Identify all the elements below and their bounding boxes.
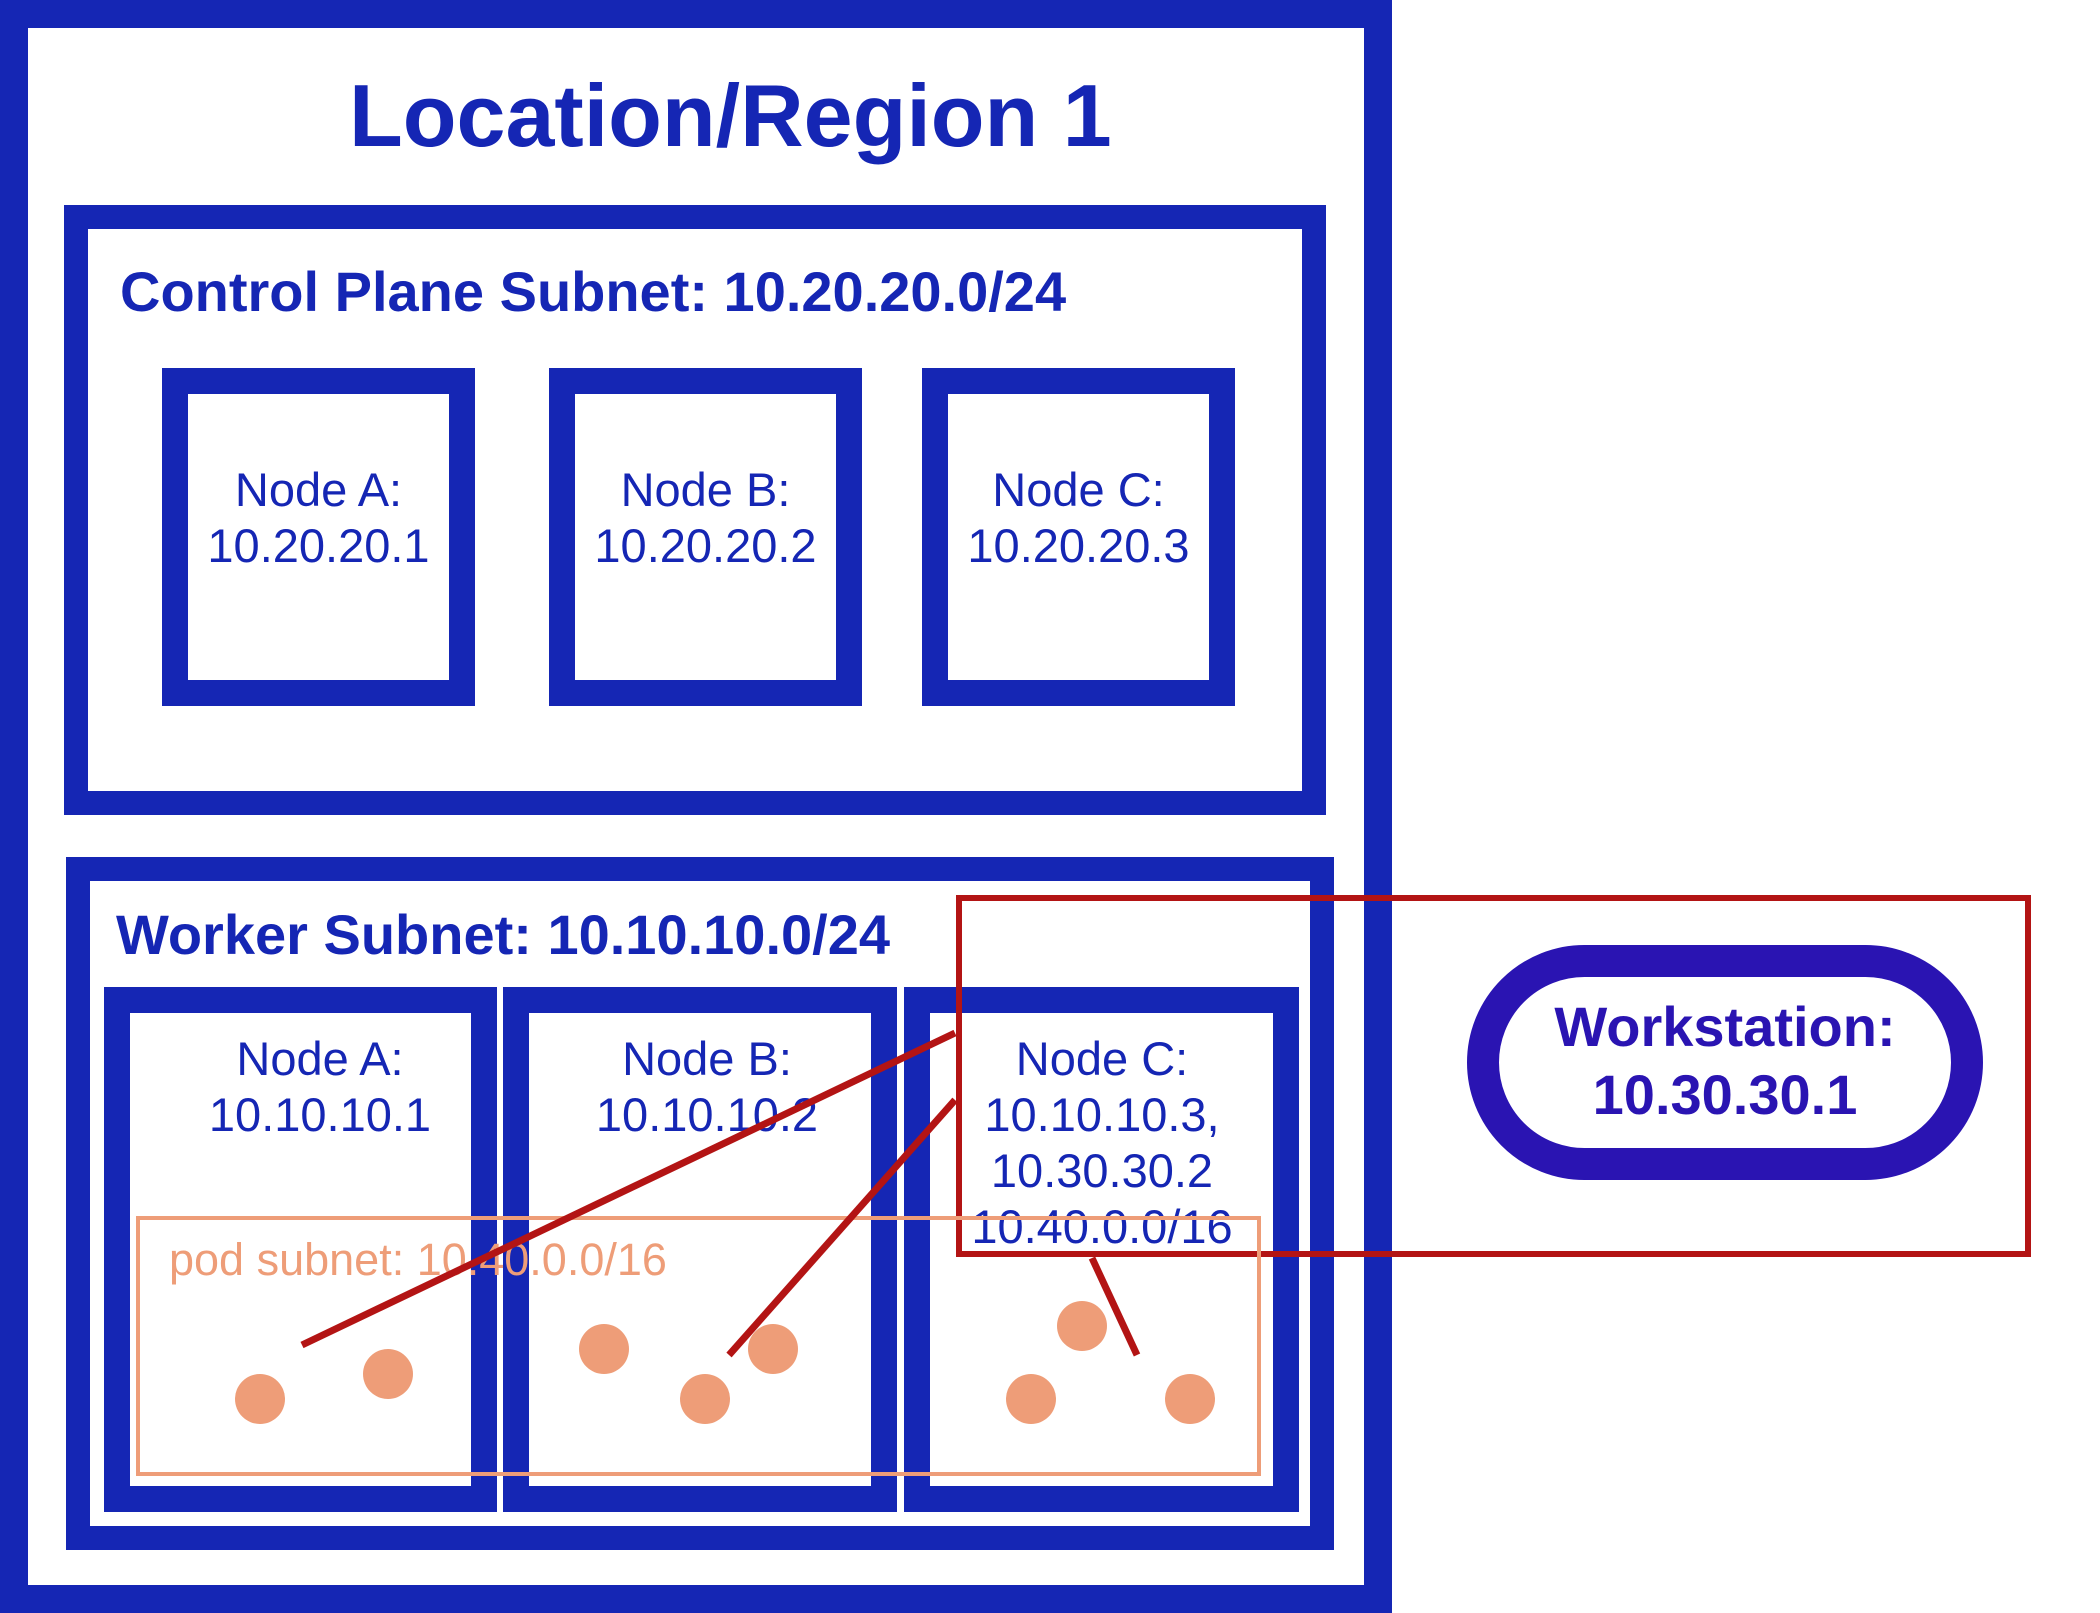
worker-subnet-title: Worker Subnet: 10.10.10.0/24: [116, 903, 890, 966]
pod-dot: [1165, 1374, 1215, 1424]
node-ip-pod-cidr: 10.40.0.0/16: [971, 1200, 1233, 1253]
region-title: Location/Region 1: [349, 66, 1112, 165]
control-node-c: [922, 368, 1235, 706]
pod-subnet-label: pod subnet: 10.40.0.0/16: [169, 1234, 667, 1285]
worker-node-c-label: Node C: 10.10.10.3, 10.30.30.2 10.40.0.0…: [912, 1031, 1292, 1255]
node-ip: 10.20.20.2: [594, 519, 817, 572]
worker-node-a: [104, 987, 497, 1512]
control-node-a: [162, 368, 475, 706]
node-name: Node B:: [620, 463, 791, 516]
pod-dot: [748, 1324, 798, 1374]
pod-dot: [363, 1349, 413, 1399]
node-ip: 10.10.10.1: [208, 1088, 432, 1141]
worker-node-c: [904, 987, 1299, 1512]
node-name: Node C:: [992, 463, 1165, 516]
pod-dot: [1057, 1301, 1107, 1351]
workstation-name: Workstation:: [1554, 995, 1896, 1058]
pod-dot: [579, 1324, 629, 1374]
workstation-label: Workstation: 10.30.30.1: [1467, 993, 1983, 1129]
pod-dot: [1006, 1374, 1056, 1424]
node-ip-secondary: 10.30.30.2: [990, 1144, 1214, 1197]
route-line: [1088, 1256, 1141, 1357]
workstation: [1467, 945, 1983, 1180]
pod-dot: [235, 1374, 285, 1424]
control-plane-subnet-title: Control Plane Subnet: 10.20.20.0/24: [120, 260, 1067, 323]
node-ip: 10.20.20.3: [967, 519, 1190, 572]
node-name: Node A:: [234, 463, 403, 516]
workstation-ip: 10.30.30.1: [1592, 1063, 1858, 1126]
node-ip: 10.10.10.3,: [984, 1088, 1220, 1141]
node-name: Node B:: [622, 1032, 792, 1085]
node-ip: 10.20.20.1: [207, 519, 430, 572]
vpn-connection-box: [956, 895, 2031, 1257]
route-line: [300, 1029, 957, 1349]
pod-dot: [680, 1374, 730, 1424]
control-node-b-label: Node B: 10.20.20.2: [549, 462, 862, 574]
worker-node-a-label: Node A: 10.10.10.1: [130, 1031, 510, 1143]
control-node-b: [549, 368, 862, 706]
node-name: Node C:: [1015, 1032, 1189, 1085]
route-line: [726, 1097, 958, 1358]
control-node-a-label: Node A: 10.20.20.1: [162, 462, 475, 574]
pod-subnet-box: [136, 1216, 1261, 1476]
control-node-c-label: Node C: 10.20.20.3: [922, 462, 1235, 574]
worker-node-b: [503, 987, 897, 1512]
node-name: Node A:: [236, 1032, 404, 1085]
